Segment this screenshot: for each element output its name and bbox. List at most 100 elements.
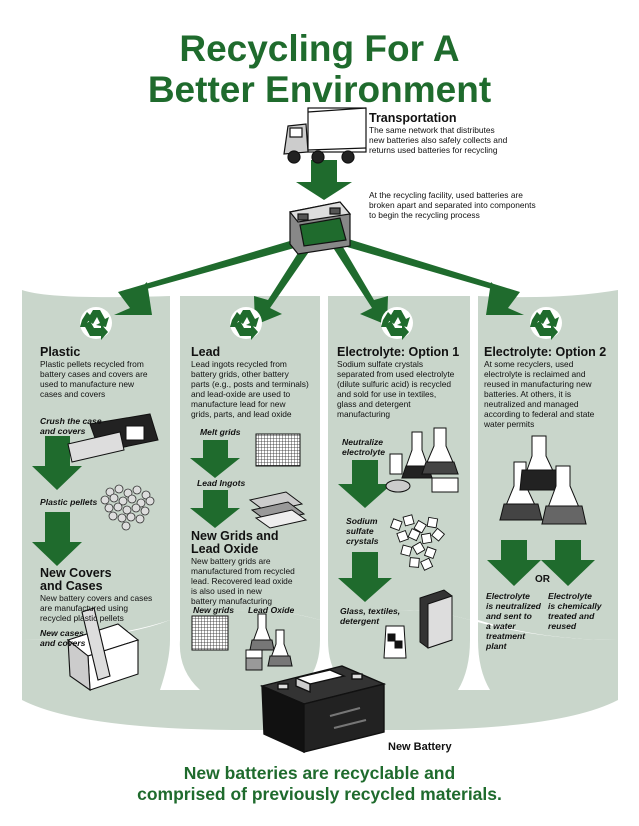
outcome-a-line: Electrolyte — [486, 591, 530, 601]
transportation-line-1: The same network that distributes — [369, 125, 495, 135]
plastic-result-label-line: New cases — [40, 628, 84, 638]
electrolyte2-outcome-a: Electrolyte is neutralized and sent to a… — [486, 591, 541, 651]
distribution-arrows — [114, 160, 524, 325]
footer-text: New batteries are recyclable and compris… — [0, 763, 639, 805]
outcome-a-line: is neutralized — [486, 601, 541, 611]
electrolyte2-body-line: electrolyte is reclaimed and — [484, 369, 586, 379]
electrolyte2-outcome-b: Electrolyte is chemically treated and re… — [548, 591, 602, 631]
plastic-step1-label: Crush the case and covers — [40, 416, 102, 436]
transportation-line-2: new batteries also safely collects and — [369, 135, 508, 145]
facility-line-2: broken apart and separated into componen… — [369, 200, 536, 210]
transportation-block: Transportation The same network that dis… — [369, 111, 539, 155]
electrolyte1-step1-line: electrolyte — [342, 447, 385, 457]
outcome-a-line: plant — [486, 641, 507, 651]
plastic-result-line: recycled plastic pellets — [40, 613, 124, 623]
outcome-a-line: and sent to — [486, 611, 532, 621]
plastic-heading: Plastic — [40, 345, 81, 359]
electrolyte2-arrows — [487, 540, 595, 586]
facility-line-1: At the recycling facility, used batterie… — [369, 190, 523, 200]
electrolyte2-body-line: batteries. At others, it is — [484, 389, 572, 399]
ingots-icon — [248, 491, 308, 529]
outcome-b-line: is chemically — [548, 601, 602, 611]
footer-line-2: comprised of previously recycled materia… — [137, 784, 502, 804]
electrolyte1-step2-line: crystals — [346, 536, 379, 546]
crystals-icon — [389, 514, 446, 571]
electrolyte2-heading: Electrolyte: Option 2 — [484, 345, 607, 359]
electrolyte1-result-label: Glass, textiles, detergent — [340, 606, 400, 626]
lead-body-line: Lead ingots recycled from — [191, 359, 287, 369]
electrolyte2-body-line: water permits — [484, 419, 535, 429]
facility-note: At the recycling facility, used batterie… — [369, 190, 559, 220]
electrolyte1-result-line: detergent — [340, 616, 380, 626]
lead-heading: Lead — [191, 345, 221, 359]
lead-body-line: manufacture lead for new — [191, 399, 286, 409]
plastic-result-heading: New Covers — [40, 566, 112, 580]
flask-icon — [385, 427, 459, 493]
plastic-body-line: cases and covers — [40, 389, 106, 399]
lead-label-lead-oxide: Lead Oxide — [248, 605, 295, 615]
new-case-icon — [66, 607, 140, 692]
plastic-body-line: used to manufacture new — [40, 379, 135, 389]
lead-result-line: battery manufacturing — [191, 596, 273, 606]
lead-result-line: is also used in new — [191, 586, 262, 596]
lead-oxide-flask-icon — [245, 613, 293, 671]
electrolyte1-body-line: manufacturing — [337, 409, 391, 419]
plastic-result-heading: and Cases — [40, 579, 103, 593]
new-battery-icon — [259, 665, 387, 754]
crushed-case-icon — [67, 413, 159, 463]
pellets-icon — [100, 484, 155, 531]
lead-arrows — [190, 440, 240, 528]
plastic-result: New Covers and Cases New battery covers … — [40, 566, 170, 624]
plastic-step2-label: Plastic pellets — [40, 497, 98, 507]
lead-body-line: and lead-oxide are used to — [191, 389, 291, 399]
lead-body-line: parts (e.g., posts and terminals) — [191, 379, 309, 389]
or-label: OR — [535, 574, 550, 585]
plastic-section: Plastic Plastic pellets recycled from ba… — [40, 345, 170, 400]
title-line-2: Better Environment — [147, 69, 492, 110]
electrolyte2-flasks — [499, 435, 587, 525]
electrolyte2-body-line: At some recyclers, used — [484, 359, 574, 369]
lead-step2-label: Lead Ingots — [197, 478, 246, 488]
new-grid-icon — [191, 615, 229, 651]
battery-icon — [288, 201, 352, 255]
detergent-box-icon — [383, 589, 453, 659]
electrolyte1-body-line: Sodium sulfate crystals — [337, 359, 424, 369]
outcome-b-line: reused — [548, 621, 577, 631]
electrolyte1-arrows — [338, 460, 392, 602]
outcome-a-line: treatment — [486, 631, 526, 641]
electrolyte1-step2-label: Sodium sulfate crystals — [346, 516, 379, 546]
lead-result-line: manufactured from recycled — [191, 566, 295, 576]
electrolyte2-body-line: reused in manufacturing new — [484, 379, 592, 389]
lead-body-line: battery grids, other battery — [191, 369, 289, 379]
electrolyte1-body-line: separated from used electrolyte — [337, 369, 455, 379]
lead-result-heading: Lead Oxide — [191, 542, 259, 556]
lead-body-line: grids, parts, and lead oxide — [191, 409, 292, 419]
plastic-result-label: New cases and covers — [40, 628, 85, 648]
page-title: Recycling For A Better Environment — [0, 28, 639, 110]
footer-line-1: New batteries are recyclable and — [183, 763, 456, 783]
plastic-body-line: battery cases and covers are — [40, 369, 148, 379]
title-line-1: Recycling For A — [179, 28, 460, 69]
outcome-b-line: Electrolyte — [548, 591, 592, 601]
electrolyte1-section: Electrolyte: Option 1 Sodium sulfate cry… — [337, 346, 472, 420]
electrolyte2-body-line: neutralized and managed — [484, 399, 579, 409]
lead-result-line: lead. Recovered lead oxide — [191, 576, 293, 586]
electrolyte1-body-line: and sold for use in textiles, — [337, 389, 437, 399]
new-battery-label: New Battery — [388, 741, 452, 753]
outcome-b-line: treated and — [548, 611, 595, 621]
truck-icon — [283, 107, 367, 164]
electrolyte1-body-line: (dilute sulfuric acid) is recycled — [337, 379, 452, 389]
electrolyte1-step1-label: Neutralize electrolyte — [342, 437, 385, 457]
plastic-body-line: Plastic pellets recycled from — [40, 359, 144, 369]
electrolyte2-body-line: according to federal and state — [484, 409, 595, 419]
transportation-heading: Transportation — [369, 111, 457, 125]
plastic-result-line: are manufactured using — [40, 603, 128, 613]
facility-line-3: to begin the recycling process — [369, 210, 480, 220]
lead-label-new-grids: New grids — [193, 605, 235, 615]
lead-section: Lead Lead ingots recycled from battery g… — [191, 345, 321, 420]
electrolyte1-step2-line: Sodium — [346, 516, 378, 526]
plastic-result-line: New battery covers and cases — [40, 593, 153, 603]
plastic-step1-line: and covers — [40, 426, 86, 436]
lead-step1-label: Melt grids — [200, 427, 241, 437]
